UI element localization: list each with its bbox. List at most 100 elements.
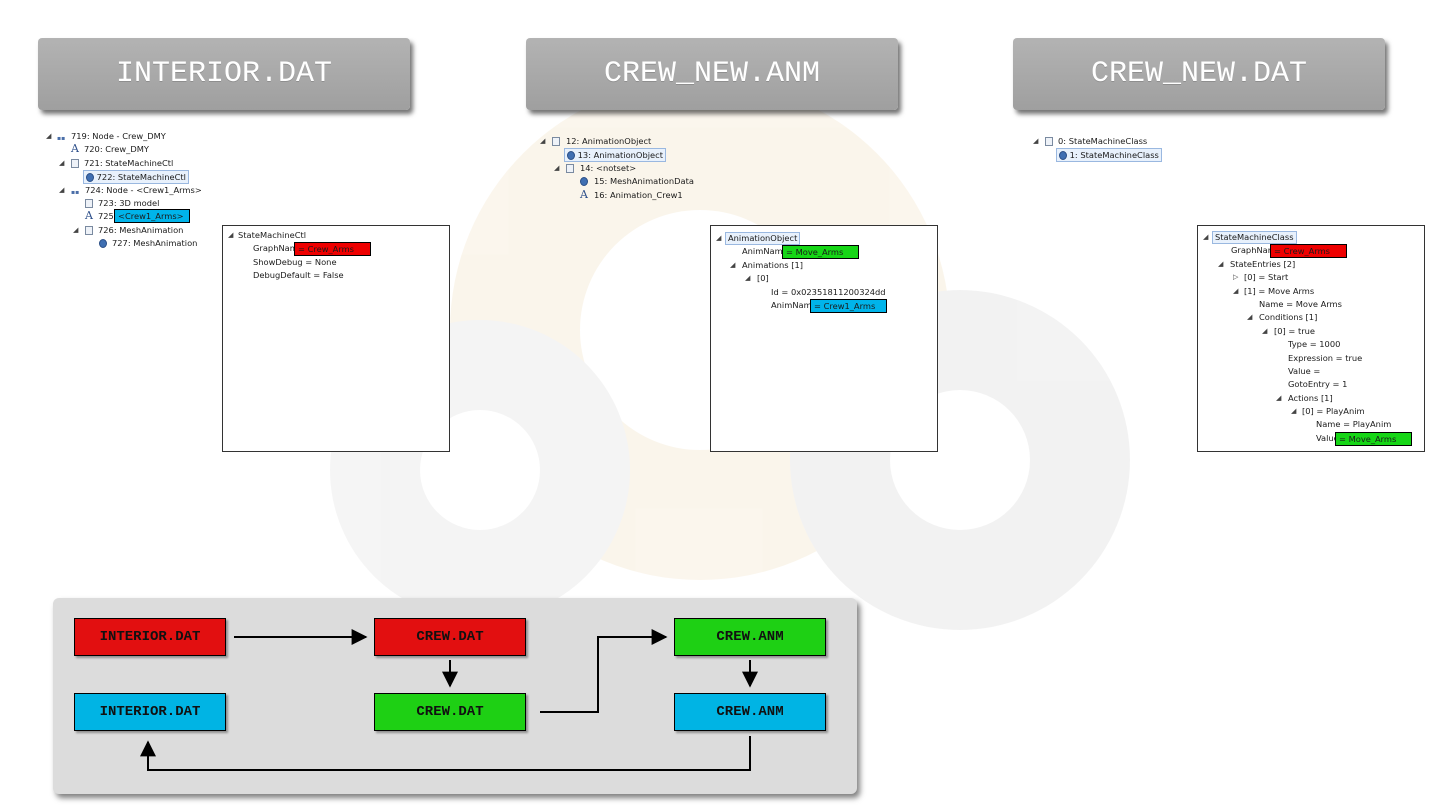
expand-arrow-icon[interactable]: ◢ <box>1262 326 1268 335</box>
selected-tree-item[interactable]: 1: StateMachineClass <box>1056 148 1162 163</box>
tree-label: 723: 3D model <box>98 197 160 208</box>
flow-interior-dat-blue: INTERIOR.DAT <box>74 693 226 731</box>
prop-type[interactable]: Type = 1000 <box>1203 338 1421 351</box>
expand-arrow-icon[interactable]: ◢ <box>1203 233 1209 241</box>
prop-root[interactable]: ◢ AnimationObject <box>716 232 931 245</box>
interior-tree: ◢ 719: Node - Crew_DMY A 720: Crew_DMY ◢… <box>44 130 244 251</box>
expand-arrow-icon[interactable]: ◢ <box>73 225 79 234</box>
prop-label: Actions [1] <box>1288 392 1333 403</box>
prop-stateentries[interactable]: ◢ StateEntries [2] <box>1203 258 1421 271</box>
prop-gotoentry[interactable]: GotoEntry = 1 <box>1203 378 1421 391</box>
collapsed-arrow-icon[interactable]: ▷ <box>1233 273 1239 282</box>
tree-node-720[interactable]: A 720: Crew_DMY <box>44 142 244 156</box>
prop-start[interactable]: ▷ [0] = Start <box>1203 271 1421 284</box>
expand-arrow-icon[interactable]: ◢ <box>730 260 736 269</box>
tree-node-0[interactable]: ◢ 0: StateMachineClass <box>1031 135 1231 148</box>
tree-node-723[interactable]: 723: 3D model <box>44 197 244 210</box>
prop-cond0[interactable]: ◢ [0] = true <box>1203 325 1421 338</box>
prop-index-0[interactable]: ◢ [0] <box>716 272 931 285</box>
prop-conditions[interactable]: ◢ Conditions [1] <box>1203 311 1421 324</box>
header-crew-new-dat: CREW_NEW.DAT <box>1013 38 1385 110</box>
expand-arrow-icon[interactable]: ◢ <box>1247 313 1253 322</box>
prop-animations[interactable]: ◢ Animations [1] <box>716 259 931 272</box>
prop-label: StateMachineClass <box>1212 231 1297 244</box>
prop-action0[interactable]: ◢ [0] = PlayAnim <box>1203 405 1421 418</box>
expand-arrow-icon[interactable]: ◢ <box>1033 137 1039 145</box>
prop-animname2[interactable]: AnimName = Crew1_Arms <box>716 298 931 313</box>
prop-label: [1] = Move Arms <box>1244 285 1315 296</box>
prop-animname[interactable]: AnimName = Move_Arms <box>716 245 931 260</box>
expand-arrow-icon[interactable]: ◢ <box>59 185 65 194</box>
prop-label: [0] = Start <box>1244 272 1289 283</box>
tree-label: 13: AnimationObject <box>577 150 663 161</box>
tree-node-722[interactable]: 722: StateMachineCtl <box>44 170 244 185</box>
tree-node-724[interactable]: ◢ 724: Node - <Crew1_Arms> <box>44 184 244 199</box>
prop-root[interactable]: ◢ StateMachineCtl <box>228 229 443 242</box>
prop-label: [0] = true <box>1274 325 1316 336</box>
tree-node-727[interactable]: 727: MeshAnimation <box>44 237 244 250</box>
tree-node-1[interactable]: 1: StateMachineClass <box>1031 148 1231 163</box>
expand-arrow-icon[interactable]: ◢ <box>554 163 560 172</box>
prop-key: GraphName <box>253 243 303 254</box>
prop-value[interactable]: Value = <box>1203 365 1421 378</box>
tree-label: 719: Node - Crew_DMY <box>71 131 166 141</box>
prop-key: AnimName <box>742 246 788 257</box>
prop-actions[interactable]: ◢ Actions [1] <box>1203 392 1421 405</box>
tree-node-13[interactable]: 13: AnimationObject <box>538 148 738 163</box>
expand-arrow-icon[interactable]: ◢ <box>1218 259 1224 268</box>
prop-value2[interactable]: Value = Move_Arms <box>1203 431 1421 446</box>
prop-actname[interactable]: Name = PlayAnim <box>1203 418 1421 431</box>
highlight-crew1-arms: = Crew1_Arms <box>810 298 887 313</box>
prop-graphname[interactable]: GraphName = Crew_Arms <box>1203 244 1421 259</box>
interior-property-panel: ◢ StateMachineCtl GraphName = Crew_Arms … <box>222 225 450 452</box>
expand-arrow-icon[interactable]: ◢ <box>1233 286 1239 295</box>
document-icon <box>85 225 93 235</box>
arrow-crew-dat-to-crew-anm <box>540 629 668 713</box>
tree-node-14[interactable]: ◢ 14: <notset> <box>538 162 738 175</box>
selected-tree-item[interactable]: 13: AnimationObject <box>564 148 666 163</box>
prop-debugdefault[interactable]: DebugDefault = False <box>228 269 443 282</box>
flow-crew-dat-green: CREW.DAT <box>374 693 526 731</box>
expand-arrow-icon[interactable]: ◢ <box>540 137 546 145</box>
tree-node-12[interactable]: ◢ 12: AnimationObject <box>538 135 738 148</box>
tree-label: 14: <notset> <box>580 162 637 173</box>
tree-label: 15: MeshAnimationData <box>594 176 694 187</box>
expand-arrow-icon[interactable]: ◢ <box>59 158 65 167</box>
prop-root[interactable]: ◢ StateMachineClass <box>1203 231 1421 244</box>
tree-node-16[interactable]: A 16: Animation_Crew1 <box>538 188 738 202</box>
expand-arrow-icon[interactable]: ◢ <box>1276 393 1282 402</box>
expand-arrow-icon[interactable]: ◢ <box>716 234 722 242</box>
prop-label: Type = 1000 <box>1288 339 1341 350</box>
document-icon <box>566 163 574 173</box>
expand-arrow-icon[interactable]: ◢ <box>46 132 52 140</box>
info-icon <box>86 173 94 183</box>
expand-arrow-icon[interactable]: ◢ <box>745 274 751 283</box>
tree-node-726[interactable]: ◢ 726: MeshAnimation <box>44 224 244 237</box>
prop-expression[interactable]: Expression = true <box>1203 352 1421 365</box>
tree-node-719[interactable]: ◢ 719: Node - Crew_DMY <box>44 130 244 145</box>
tree-label: 721: StateMachineCtl <box>84 157 174 168</box>
node-icon <box>57 132 65 145</box>
prop-label: Conditions [1] <box>1259 312 1318 323</box>
tree-node-725[interactable]: A 725: <Crew1_Arms> <box>44 209 244 224</box>
tree-label: 726: MeshAnimation <box>98 224 184 235</box>
prop-name[interactable]: Name = Move Arms <box>1203 298 1421 311</box>
prop-movearms[interactable]: ◢ [1] = Move Arms <box>1203 285 1421 298</box>
prop-label: ShowDebug = None <box>253 256 337 267</box>
expand-arrow-icon[interactable]: ◢ <box>228 231 234 239</box>
prop-graphname[interactable]: GraphName = Crew_Arms <box>228 242 443 257</box>
expand-arrow-icon[interactable]: ◢ <box>1291 407 1297 416</box>
info-icon <box>1059 151 1067 161</box>
tree-label: 725: <box>98 211 117 222</box>
prop-showdebug[interactable]: ShowDebug = None <box>228 256 443 269</box>
tree-label: 722: StateMachineCtl <box>96 172 186 183</box>
text-a-icon: A <box>71 142 79 156</box>
node-icon <box>71 186 79 199</box>
prop-label: DebugDefault = False <box>253 270 344 281</box>
tree-node-15[interactable]: 15: MeshAnimationData <box>538 175 738 188</box>
prop-id[interactable]: Id = 0x02351811200324dd <box>716 286 931 299</box>
selected-tree-item[interactable]: 722: StateMachineCtl <box>83 170 189 185</box>
prop-label: StateMachineCtl <box>238 230 307 240</box>
prop-label: Expression = true <box>1288 352 1363 363</box>
tree-node-721[interactable]: ◢ 721: StateMachineCtl <box>44 157 244 170</box>
